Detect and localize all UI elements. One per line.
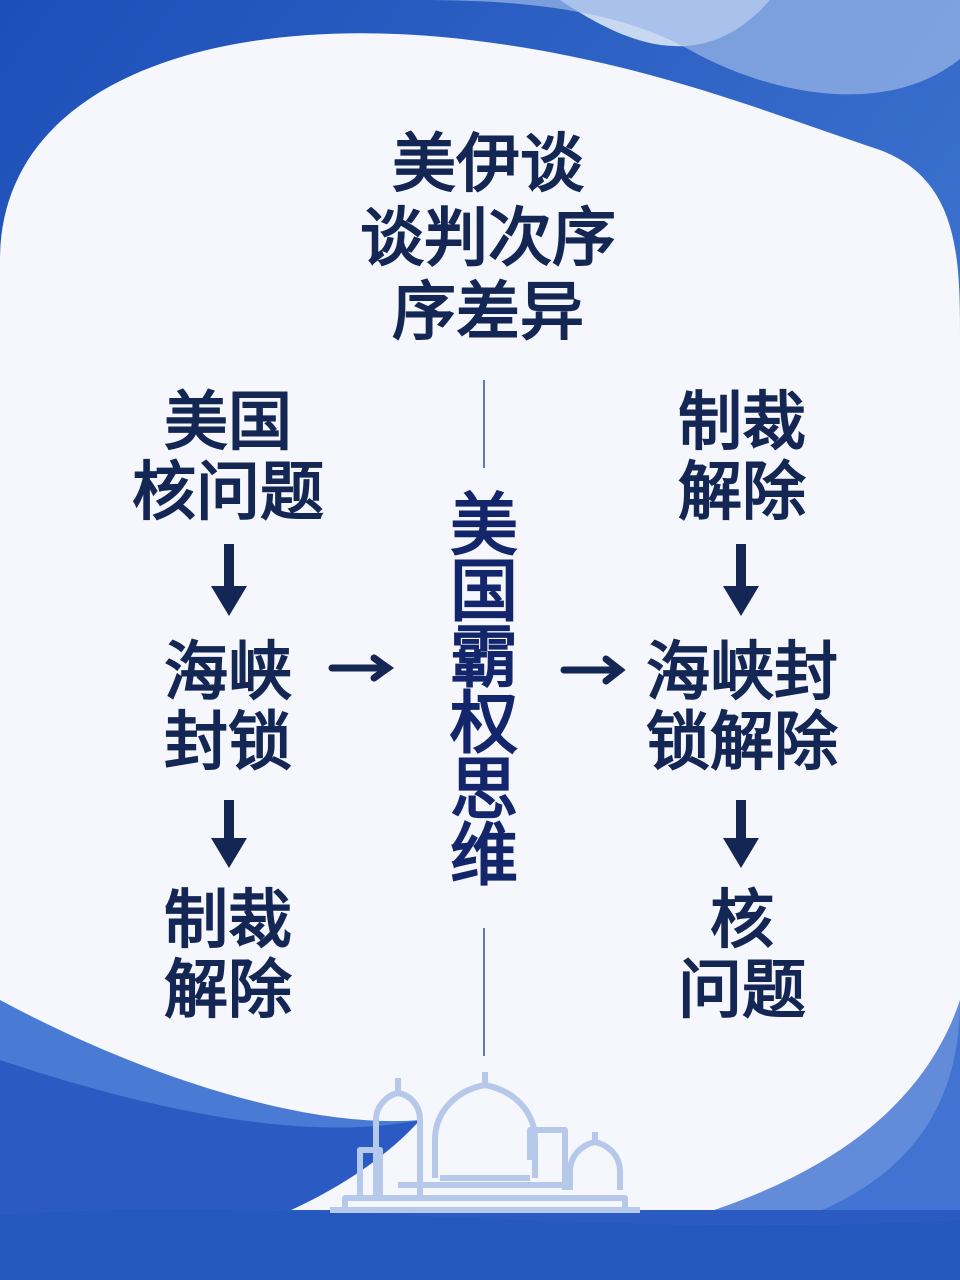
left-step-2: 海峡 封锁 xyxy=(164,636,292,780)
right-right-arrow xyxy=(560,655,626,685)
page-title: 美伊谈 谈判次序 序差异 xyxy=(360,128,616,350)
mosque-outline-icon xyxy=(330,1072,640,1213)
center-label: 美 国 霸 权 思 维 xyxy=(449,487,518,896)
left-down-arrow-2 xyxy=(211,800,247,868)
left-down-arrow-1 xyxy=(211,544,247,616)
right-step-1: 制裁 解除 xyxy=(678,386,806,530)
right-step-2: 海峡封 锁解除 xyxy=(646,636,838,780)
right-step-3: 核 问题 xyxy=(678,884,806,1028)
left-right-arrow xyxy=(328,654,395,682)
right-down-arrow-1 xyxy=(723,544,759,616)
left-step-1: 美国 核问题 xyxy=(132,386,324,530)
right-down-arrow-2 xyxy=(723,800,759,868)
left-step-3: 制裁 解除 xyxy=(164,884,292,1028)
